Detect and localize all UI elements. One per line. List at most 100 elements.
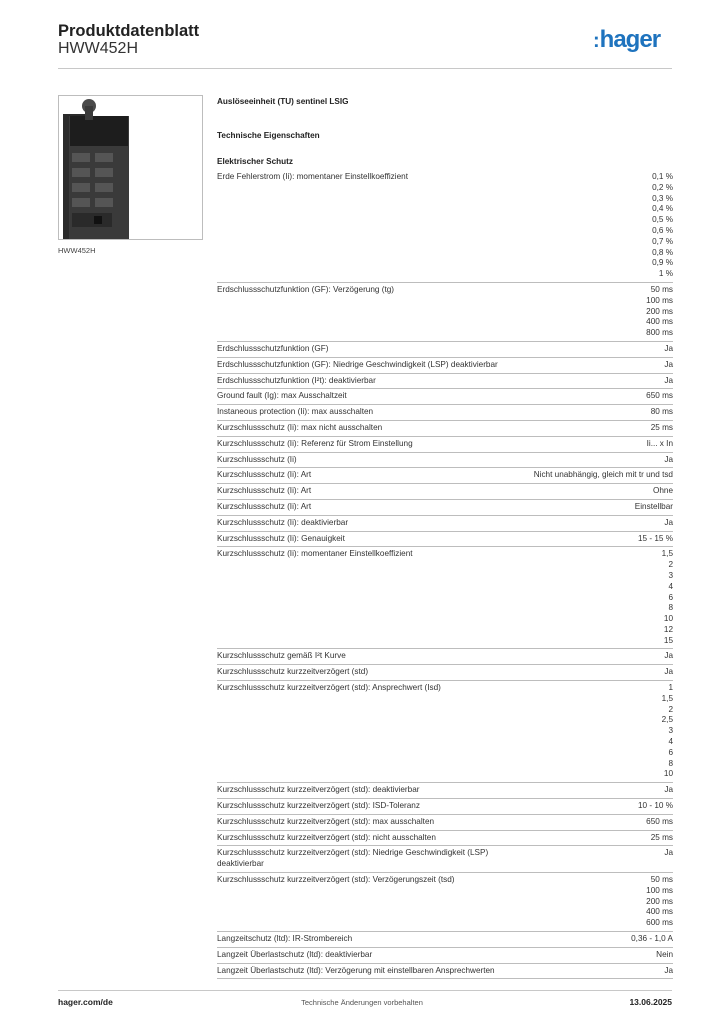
spec-label: Erde Fehlerstrom (Ii): momentaner Einste… xyxy=(217,172,408,181)
spec-row: Kurzschlussschutz (Ii)Ja xyxy=(217,453,673,469)
spec-value: 1,5 xyxy=(661,693,673,703)
spec-row: Kurzschlussschutz kurzzeitverzögert (std… xyxy=(217,815,673,831)
product-name-heading: Auslöseeinheit (TU) sentinel LSIG xyxy=(217,97,349,106)
spec-label: Kurzschlussschutz kurzzeitverzögert (std… xyxy=(217,816,435,826)
tech-props-heading: Technische Eigenschaften xyxy=(217,131,320,140)
spec-value: Ja xyxy=(664,667,673,677)
spec-values: 650 ms xyxy=(646,817,673,828)
spec-label: Langzeit Überlastschutz (ltd): deaktivie… xyxy=(217,949,373,959)
spec-row: Kurzschlussschutz kurzzeitverzögert (std… xyxy=(217,783,673,800)
spec-values: 0,36 - 1,0 A xyxy=(631,934,673,945)
spec-value: 100 ms xyxy=(646,885,673,895)
spec-value: 15 - 15 % xyxy=(637,533,673,543)
spec-value: 0,5 % xyxy=(652,215,673,225)
spec-value: 25 ms xyxy=(650,422,673,432)
spec-label: Ground fault (Ig): max Ausschaltzeit xyxy=(217,391,347,401)
spec-value: 650 ms xyxy=(646,816,673,826)
spec-value: 1 xyxy=(668,683,673,693)
spec-value: 200 ms xyxy=(646,306,673,316)
spec-value: 2,5 xyxy=(661,715,673,725)
spec-label: Kurzschlussschutz (Ii): deaktivierbar xyxy=(217,517,349,527)
spec-value: 4 xyxy=(668,737,673,747)
spec-label: Kurzschlussschutz (Ii): Genauigkeit xyxy=(217,533,345,543)
spec-row: Langzeit Überlastschutz (ltd): deaktivie… xyxy=(217,948,673,964)
spec-row: Erdschlussschutzfunktion (GF): Verzögeru… xyxy=(217,283,673,342)
spec-row: Kurzschlussschutz kurzzeitverzögert (std… xyxy=(217,681,673,784)
spec-value: Ja xyxy=(664,848,673,858)
spec-values: Ja xyxy=(664,785,673,796)
spec-value: 400 ms xyxy=(646,317,673,327)
spec-value: 200 ms xyxy=(646,896,673,906)
spec-values: Ja xyxy=(664,518,673,529)
spec-value: 600 ms xyxy=(646,918,673,928)
spec-value: 0,1 % xyxy=(652,172,673,181)
spec-label: Kurzschlussschutz gemäß I²t Kurve xyxy=(217,651,346,661)
footer-website-link[interactable]: hager.com/de xyxy=(58,997,113,1007)
spec-value: 100 ms xyxy=(646,295,673,305)
spec-value: 6 xyxy=(668,592,673,602)
electrical-protection-heading: Elektrischer Schutz xyxy=(217,157,293,166)
spec-value: 0,6 % xyxy=(652,225,673,235)
spec-value: 0,7 % xyxy=(652,236,673,246)
spec-values: Ja xyxy=(664,344,673,355)
spec-value: 1 % xyxy=(658,269,673,279)
spec-values: Ja xyxy=(664,360,673,371)
footer-divider xyxy=(58,990,672,991)
product-caption: HWW452H xyxy=(58,246,96,255)
spec-label: Kurzschlussschutz kurzzeitverzögert (std… xyxy=(217,683,441,693)
spec-value: 8 xyxy=(668,603,673,613)
spec-values: Einstellbar xyxy=(635,502,673,513)
spec-label: Kurzschlussschutz (Ii): Art xyxy=(217,501,312,511)
spec-values: 15 - 15 % xyxy=(638,534,673,545)
spec-value: 6 xyxy=(668,747,673,757)
spec-values: Ii... x In xyxy=(647,439,673,450)
spec-value: 50 ms xyxy=(650,875,673,885)
spec-row: Kurzschlussschutz kurzzeitverzögert (std… xyxy=(217,873,673,933)
spec-value: Ii... x In xyxy=(646,438,673,448)
spec-label: Instaneous protection (Ii): max ausschal… xyxy=(217,407,374,417)
spec-value: Ja xyxy=(664,454,673,464)
spec-value: 2 xyxy=(668,704,673,714)
header-divider xyxy=(58,68,672,69)
spec-value: 15 xyxy=(663,635,673,645)
spec-value: 0,36 - 1,0 A xyxy=(631,934,673,944)
spec-value: Nicht unabhängig, gleich mit tr und tsd xyxy=(533,470,673,480)
spec-row: Kurzschlussschutz (Ii): Art Einstellbar xyxy=(217,500,673,516)
spec-value: 800 ms xyxy=(646,328,673,338)
spec-value: Ja xyxy=(664,343,673,353)
spec-row: Kurzschlussschutz (Ii): Genauigkeit 15 - … xyxy=(217,532,673,548)
spec-label: Kurzschlussschutz (Ii): Art xyxy=(217,486,312,496)
spec-label: Kurzschlussschutz (Ii): Art xyxy=(217,470,312,480)
header-title: Produktdatenblatt xyxy=(58,22,200,40)
spec-label: Kurzschlussschutz kurzzeitverzögert (std… xyxy=(217,848,489,869)
spec-value: Ja xyxy=(664,785,673,795)
spec-label: Kurzschlussschutz kurzzeitverzögert (std… xyxy=(217,801,420,811)
spec-row: Kurzschlussschutz kurzzeitverzögert (std… xyxy=(217,799,673,815)
spec-value: 8 xyxy=(668,758,673,768)
spec-values: Ja xyxy=(664,455,673,466)
spec-label: Kurzschlussschutz (Ii): Referenz für Str… xyxy=(217,438,413,448)
spec-value: 10 - 10 % xyxy=(637,801,673,811)
spec-values: Ja xyxy=(664,848,673,859)
hager-logo[interactable]: :hager xyxy=(593,26,661,53)
spec-values: 25 ms xyxy=(651,833,673,844)
spec-row: Kurzschlussschutz (Ii): momentaner Einst… xyxy=(217,547,673,650)
spec-value: 10 xyxy=(663,614,673,624)
spec-values: 0,1 %0,2 %0,3 %0,4 %0,5 %0,6 %0,7 %0,8 %… xyxy=(652,172,673,280)
spec-value: Ja xyxy=(664,359,673,369)
spec-row: Kurzschlussschutz kurzzeitverzögert (std… xyxy=(217,665,673,682)
spec-values: Ja xyxy=(664,966,673,977)
spec-label: Kurzschlussschutz kurzzeitverzögert (std… xyxy=(217,875,455,885)
spec-values: 80 ms xyxy=(651,407,673,418)
spec-label: Kurzschlussschutz (Ii): max nicht aussch… xyxy=(217,422,383,432)
spec-label: Kurzschlussschutz kurzzeitverzögert (std… xyxy=(217,667,369,677)
spec-row: Langzeit Überlastschutz (ltd): Verzögeru… xyxy=(217,964,673,980)
spec-label: Langzeit Überlastschutz (ltd): Verzögeru… xyxy=(217,965,495,975)
spec-label: Erdschlussschutzfunktion (GF): Niedrige … xyxy=(217,359,498,369)
spec-values: Ja xyxy=(664,651,673,662)
product-code: HWW452H xyxy=(58,40,139,57)
spec-value: Ja xyxy=(664,375,673,385)
spec-value: 650 ms xyxy=(646,391,673,401)
spec-value: 2 xyxy=(668,560,673,570)
